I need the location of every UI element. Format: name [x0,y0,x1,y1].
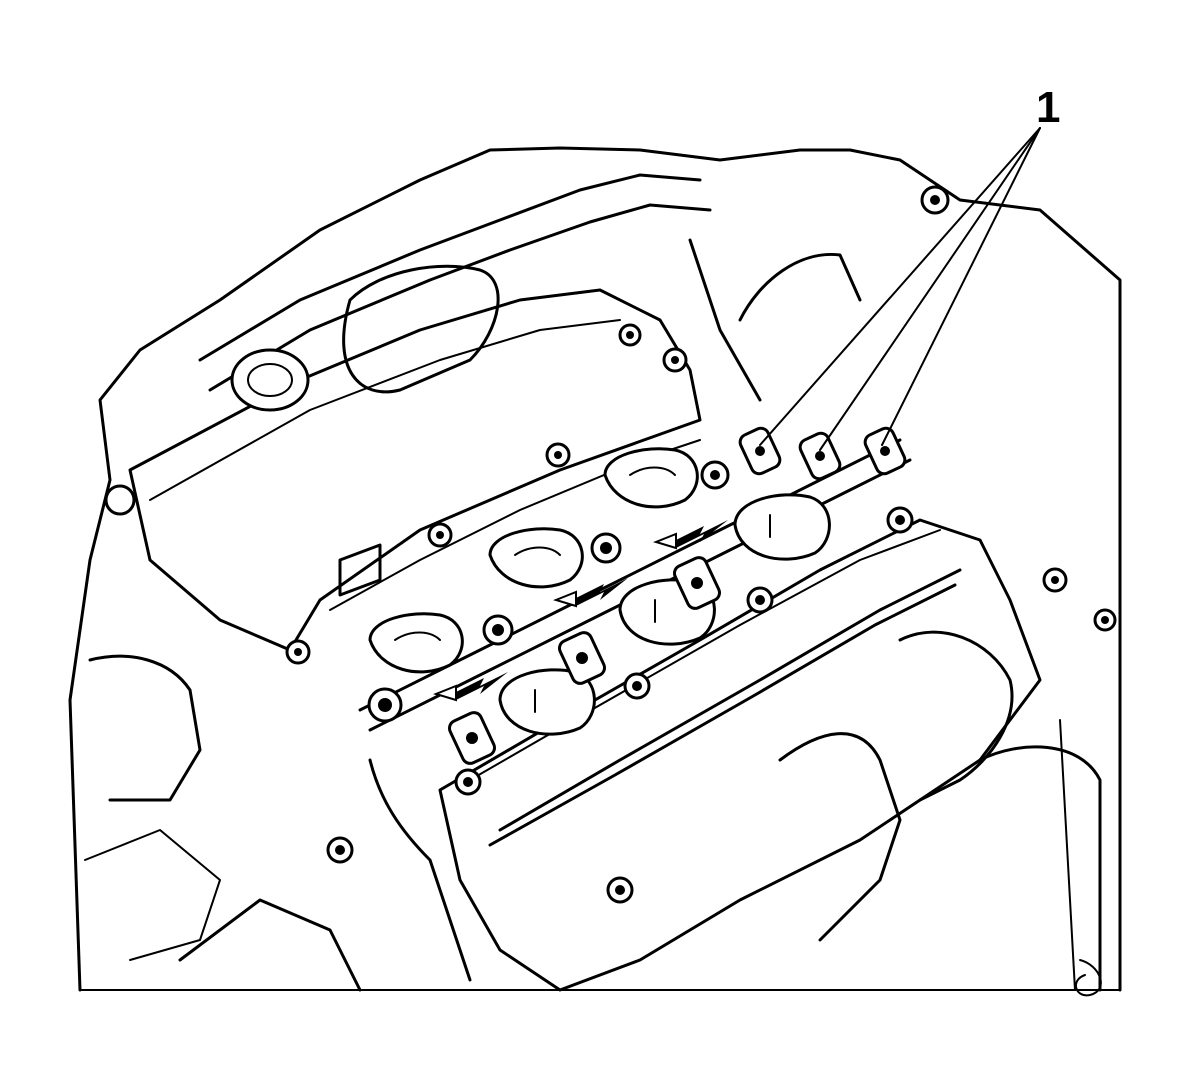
fuel-injector [863,426,907,476]
fuel-injector [673,556,721,610]
left-side-components [84,484,362,992]
right-valve-cover [438,518,1042,992]
fuel-injectors [448,426,907,765]
direction-arrow [552,578,628,608]
left-valve-cover [128,288,702,652]
bolts [285,185,1117,904]
intake-ports-left-row [368,447,699,674]
callout-label: 1 [1036,83,1061,132]
harness-and-hoses [368,238,1102,997]
fuel-injector [448,711,496,765]
fuel-injector [798,431,842,481]
engine-outline [68,146,1122,992]
fuel-injector [558,631,606,685]
direction-arrow [432,672,508,702]
intake-tube [198,173,712,412]
direction-arrows [432,520,728,702]
fuel-injector [738,426,782,476]
callout-leaders [759,127,1041,451]
direction-arrow [652,520,728,550]
